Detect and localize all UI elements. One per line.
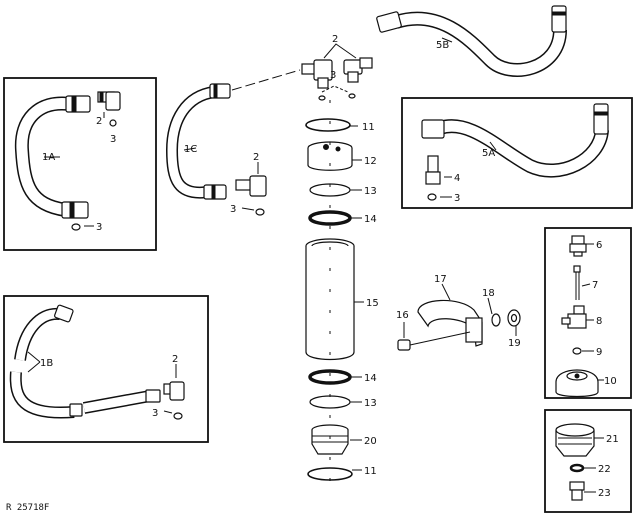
adapter-fitting-4 bbox=[425, 155, 441, 185]
filter-tube-15 bbox=[305, 238, 355, 361]
hose-1b-box bbox=[3, 295, 209, 443]
callout-5b: 5B bbox=[436, 40, 449, 51]
callout-3-box1a-lower: 3 bbox=[96, 222, 102, 233]
o-ring-3-box1b bbox=[173, 412, 183, 420]
washer-18 bbox=[491, 313, 501, 327]
callout-2-box1b: 2 bbox=[172, 354, 178, 365]
callout-15: 15 bbox=[366, 298, 379, 309]
callout-2-tee: 2 bbox=[332, 34, 338, 45]
tee-fitting-8 bbox=[561, 305, 587, 329]
filter-cap-10 bbox=[555, 369, 599, 398]
o-ring-3-tee-right bbox=[348, 93, 356, 99]
callout-14-top: 14 bbox=[364, 214, 377, 225]
callout-8: 8 bbox=[596, 316, 602, 327]
callout-3-tee: 3 bbox=[330, 70, 336, 81]
fitting-23 bbox=[569, 481, 585, 501]
filter-base-20 bbox=[311, 424, 349, 455]
callout-2-box1a: 2 bbox=[96, 116, 102, 127]
tee-fitting-2-right bbox=[343, 57, 373, 83]
elbow-fitting-2-box1b bbox=[163, 381, 185, 401]
o-ring-14-top bbox=[308, 210, 352, 226]
filter-base-21 bbox=[555, 423, 595, 457]
callout-21: 21 bbox=[606, 434, 619, 445]
callout-16: 16 bbox=[396, 310, 409, 321]
callout-11-bottom: 11 bbox=[364, 466, 377, 477]
hose-1a bbox=[14, 95, 91, 219]
callout-1c: 1C bbox=[184, 144, 197, 155]
callout-12: 12 bbox=[364, 156, 377, 167]
nut-19 bbox=[507, 309, 521, 327]
bolt-16 bbox=[397, 331, 471, 351]
o-ring-3-box5a bbox=[427, 193, 437, 201]
tee-fitting-2-left bbox=[301, 59, 333, 89]
o-ring-3-tee-left bbox=[318, 95, 326, 101]
elbow-fitting-2-center bbox=[235, 175, 267, 197]
fitting-6 bbox=[569, 235, 587, 257]
callout-5a: 5A bbox=[482, 148, 495, 159]
callout-13-bottom: 13 bbox=[364, 398, 377, 409]
hose-1a-box bbox=[3, 77, 157, 251]
callout-18: 18 bbox=[482, 288, 495, 299]
elbow-fitting-2-box1a bbox=[97, 91, 121, 111]
tube-7 bbox=[573, 265, 581, 300]
callout-7: 7 bbox=[592, 280, 598, 291]
o-ring-14-bottom bbox=[308, 369, 352, 385]
filter-cap-12 bbox=[307, 141, 353, 171]
callout-10: 10 bbox=[604, 376, 617, 387]
callout-22: 22 bbox=[598, 464, 611, 475]
callout-3-center: 3 bbox=[230, 204, 236, 215]
hose-1b bbox=[9, 304, 161, 419]
callout-4: 4 bbox=[454, 173, 460, 184]
fittings-box-6-10 bbox=[544, 227, 632, 399]
o-ring-22 bbox=[569, 463, 585, 473]
figure-reference: R 25718F bbox=[6, 503, 49, 513]
callout-3-box5a: 3 bbox=[454, 193, 460, 204]
o-ring-3-box1a-lower bbox=[71, 223, 81, 231]
callout-3-box1a-upper: 3 bbox=[110, 134, 116, 145]
callout-6: 6 bbox=[596, 240, 602, 251]
leader-lines bbox=[27, 37, 604, 493]
callout-20: 20 bbox=[364, 436, 377, 447]
hose-5a bbox=[421, 103, 609, 178]
fittings-box-21-23 bbox=[544, 409, 632, 513]
callout-1b: 1B bbox=[40, 358, 53, 369]
hose-5b bbox=[376, 5, 567, 77]
tee-callout-bracket bbox=[323, 43, 357, 59]
callout-19: 19 bbox=[508, 338, 521, 349]
callout-2-center: 2 bbox=[253, 152, 259, 163]
hose-5a-box bbox=[401, 97, 633, 209]
callout-1a: 1A bbox=[42, 152, 55, 163]
o-ring-3-box1a bbox=[109, 119, 117, 127]
o-ring-3-center bbox=[255, 208, 265, 216]
o-ring-9 bbox=[572, 347, 582, 355]
callout-13-top: 13 bbox=[364, 186, 377, 197]
callout-3-box1b: 3 bbox=[152, 408, 158, 419]
washer-13-bottom bbox=[309, 395, 351, 409]
hose-1c bbox=[165, 83, 231, 200]
hose-1c-connector-line bbox=[231, 69, 301, 91]
callout-23: 23 bbox=[598, 488, 611, 499]
callout-9: 9 bbox=[596, 347, 602, 358]
callout-17: 17 bbox=[434, 274, 447, 285]
callout-14-bottom: 14 bbox=[364, 373, 377, 384]
callout-11-top: 11 bbox=[362, 122, 375, 133]
clamp-17 bbox=[417, 299, 483, 347]
snap-ring-11-top bbox=[305, 118, 351, 132]
